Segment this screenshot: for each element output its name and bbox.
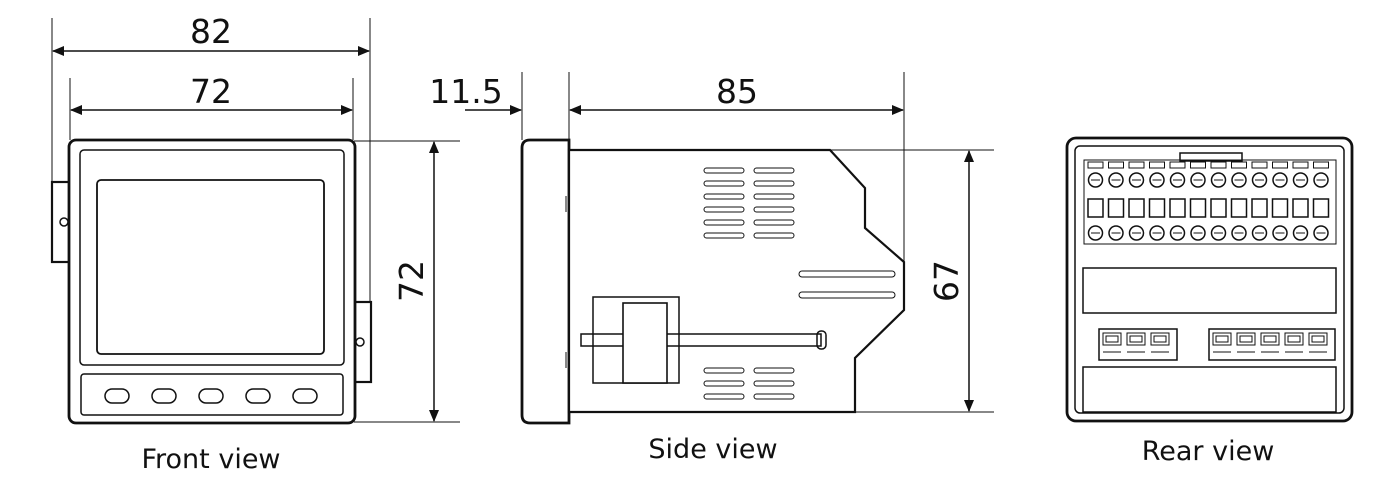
rear-view: Rear view	[1065, 136, 1354, 467]
front-view-caption: Front view	[141, 444, 280, 475]
side-mounting-clamp	[580, 296, 827, 384]
rear-view-caption: Rear view	[1142, 436, 1275, 467]
rear-label-plate-lower	[1082, 366, 1337, 413]
front-height-72-label: 72	[392, 260, 431, 302]
front-width-82-label: 82	[190, 12, 232, 51]
side-front-flange	[520, 138, 571, 425]
display-screen	[96, 179, 325, 355]
side-vent-slots-lower	[703, 367, 795, 400]
side-height-67-label: 67	[927, 260, 966, 302]
front-button-1	[104, 388, 130, 404]
front-button-4	[245, 388, 271, 404]
front-view: 82 72 72 Front view	[50, 12, 460, 475]
side-depth-85-label: 85	[716, 72, 758, 111]
rear-label-plate-upper	[1082, 267, 1337, 314]
rear-lower-connectors	[1098, 328, 1336, 361]
side-view: 11.5 85 67	[429, 72, 994, 465]
front-bezel	[67, 138, 357, 425]
side-view-caption: Side view	[648, 434, 777, 465]
front-button-5	[292, 388, 318, 404]
rear-housing	[1065, 136, 1354, 423]
front-button-3	[198, 388, 224, 404]
rear-upper-terminal-block	[1083, 159, 1337, 245]
front-button-2	[151, 388, 177, 404]
side-depth-11-5-label: 11.5	[429, 72, 502, 111]
front-width-72-label: 72	[190, 72, 232, 111]
side-vent-slots-upper	[703, 167, 795, 239]
